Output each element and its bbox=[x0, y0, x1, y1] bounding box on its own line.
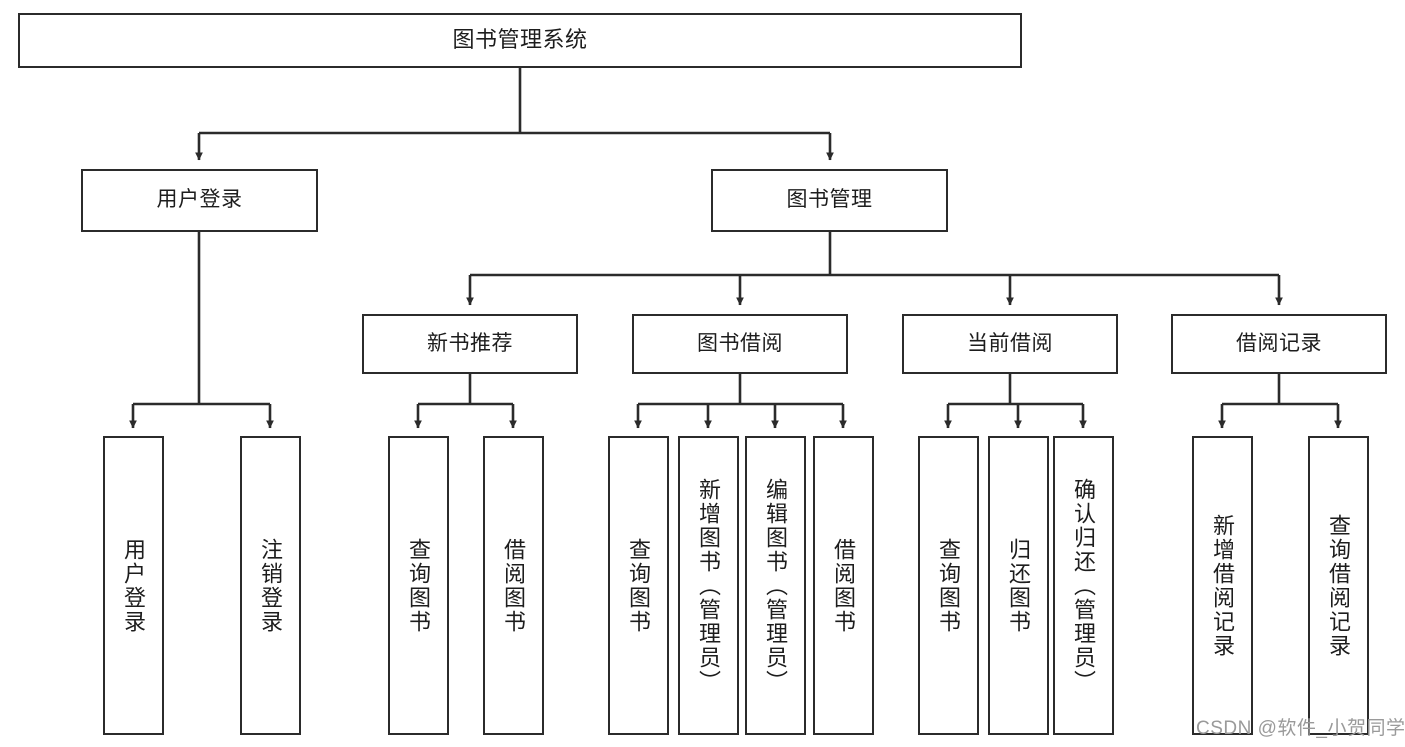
node-label: 用户登录 bbox=[156, 188, 243, 212]
node-label: 借阅记录 bbox=[1236, 331, 1322, 355]
node-new-book-recommend[interactable]: 新书推荐 bbox=[362, 314, 578, 374]
node-label: 借阅图书 bbox=[831, 537, 857, 634]
node-label: 当前借阅 bbox=[967, 331, 1053, 355]
node-label: 图书借阅 bbox=[697, 331, 783, 355]
node-label: 查询图书 bbox=[626, 537, 652, 634]
node-label: 确认归还（管理员） bbox=[1071, 477, 1097, 694]
leaf-query-book-recommend[interactable]: 查询图书 bbox=[388, 436, 449, 735]
leaf-add-borrow-record[interactable]: 新增借阅记录 bbox=[1192, 436, 1253, 735]
node-user-login[interactable]: 用户登录 bbox=[81, 169, 318, 232]
leaf-confirm-return-admin[interactable]: 确认归还（管理员） bbox=[1053, 436, 1114, 735]
node-label: 新增借阅记录 bbox=[1210, 513, 1236, 658]
leaf-add-book-admin[interactable]: 新增图书（管理员） bbox=[678, 436, 739, 735]
leaf-user-login[interactable]: 用户登录 bbox=[103, 436, 164, 735]
leaf-logout[interactable]: 注销登录 bbox=[240, 436, 301, 735]
node-label: 借阅图书 bbox=[501, 537, 527, 634]
node-label: 用户登录 bbox=[121, 537, 147, 634]
node-label: 图书管理系统 bbox=[452, 27, 588, 53]
node-label: 归还图书 bbox=[1006, 537, 1032, 634]
node-book-management[interactable]: 图书管理 bbox=[711, 169, 948, 232]
node-label: 编辑图书（管理员） bbox=[763, 477, 789, 694]
node-label: 新增图书（管理员） bbox=[696, 477, 722, 694]
node-book-management-system[interactable]: 图书管理系统 bbox=[18, 13, 1022, 68]
node-current-borrow[interactable]: 当前借阅 bbox=[902, 314, 1118, 374]
leaf-query-book-current[interactable]: 查询图书 bbox=[918, 436, 979, 735]
node-book-borrow[interactable]: 图书借阅 bbox=[632, 314, 848, 374]
node-label: 查询图书 bbox=[406, 537, 432, 634]
leaf-borrow-book-recommend[interactable]: 借阅图书 bbox=[483, 436, 544, 735]
csdn-watermark: CSDN @软件_小贺同学 bbox=[1196, 718, 1405, 739]
node-label: 查询借阅记录 bbox=[1326, 513, 1352, 658]
leaf-return-book[interactable]: 归还图书 bbox=[988, 436, 1049, 735]
node-label: 注销登录 bbox=[258, 537, 284, 634]
leaf-borrow-book[interactable]: 借阅图书 bbox=[813, 436, 874, 735]
node-label: 图书管理 bbox=[786, 188, 873, 212]
node-label: 新书推荐 bbox=[427, 331, 513, 355]
node-borrow-records[interactable]: 借阅记录 bbox=[1171, 314, 1387, 374]
leaf-query-borrow-record[interactable]: 查询借阅记录 bbox=[1308, 436, 1369, 735]
node-label: 查询图书 bbox=[936, 537, 962, 634]
leaf-query-book-borrow[interactable]: 查询图书 bbox=[608, 436, 669, 735]
leaf-edit-book-admin[interactable]: 编辑图书（管理员） bbox=[745, 436, 806, 735]
